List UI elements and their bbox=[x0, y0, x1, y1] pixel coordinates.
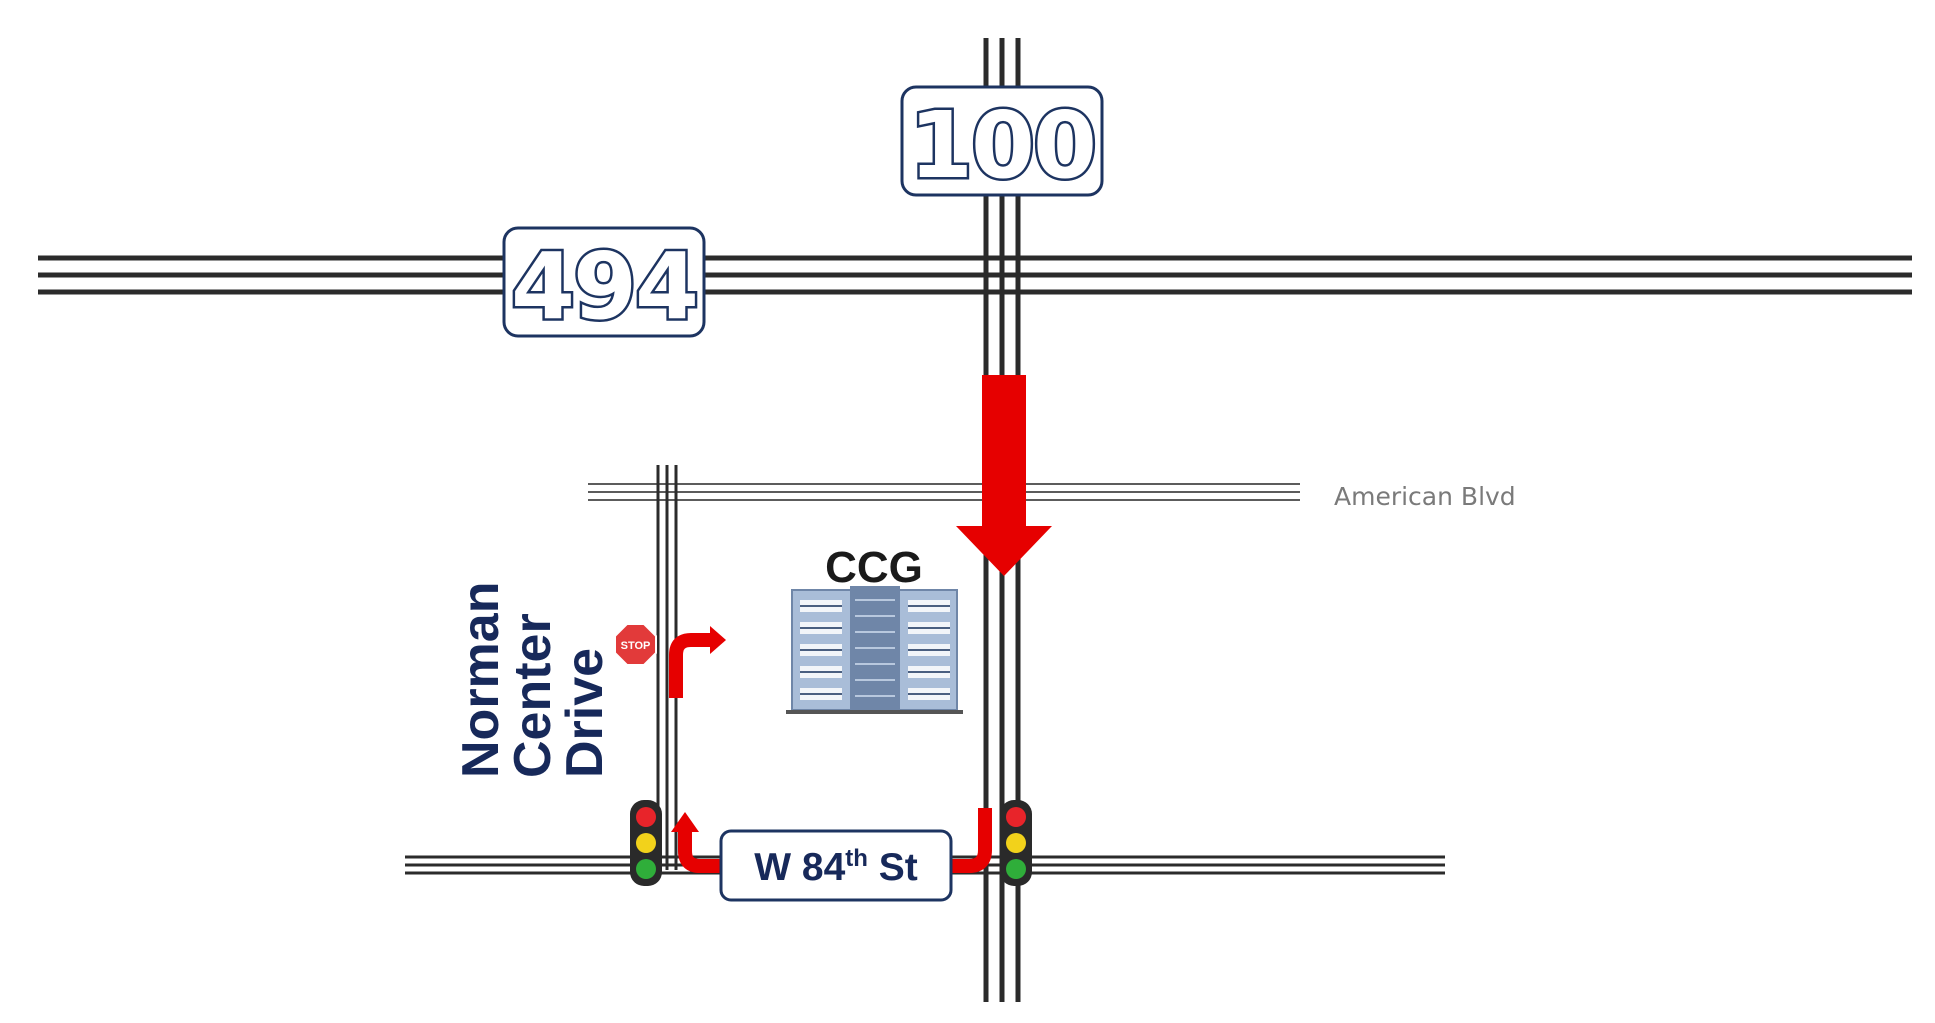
i494-road bbox=[38, 255, 1912, 295]
norman-center-drive-label: Norman Center Drive bbox=[452, 582, 614, 778]
stop-sign-icon: STOP bbox=[614, 623, 657, 666]
w84th-st-label-box: W 84th St bbox=[719, 829, 953, 902]
i494-shield-label: 494 bbox=[511, 233, 697, 340]
traffic-light-icon-west bbox=[630, 800, 662, 886]
norman-label-line-1: Norman bbox=[452, 582, 510, 778]
right-turn-arrow-west bbox=[671, 812, 735, 873]
i494-shield: 494 bbox=[502, 226, 706, 343]
stop-sign-label: STOP bbox=[621, 640, 651, 652]
w84th-prefix: W 84 bbox=[754, 846, 845, 889]
w84th-superscript: th bbox=[845, 845, 868, 872]
route-arrow-southbound bbox=[956, 375, 1052, 576]
destination-label: CCG bbox=[825, 543, 923, 592]
w84th-suffix: St bbox=[868, 846, 918, 889]
traffic-light-icon-east bbox=[1000, 800, 1032, 886]
w84th-st-label: W 84th St bbox=[754, 845, 918, 889]
hwy100-shield-label: 100 bbox=[909, 92, 1095, 199]
norman-label-line-2: Center bbox=[504, 613, 562, 778]
norman-label-line-3: Drive bbox=[556, 648, 614, 778]
american-blvd-label: American Blvd bbox=[1334, 482, 1516, 511]
hwy100-shield: 100 bbox=[900, 85, 1104, 202]
right-turn-arrow bbox=[669, 626, 726, 698]
office-building-icon bbox=[786, 586, 963, 714]
american-blvd-road bbox=[588, 483, 1300, 501]
